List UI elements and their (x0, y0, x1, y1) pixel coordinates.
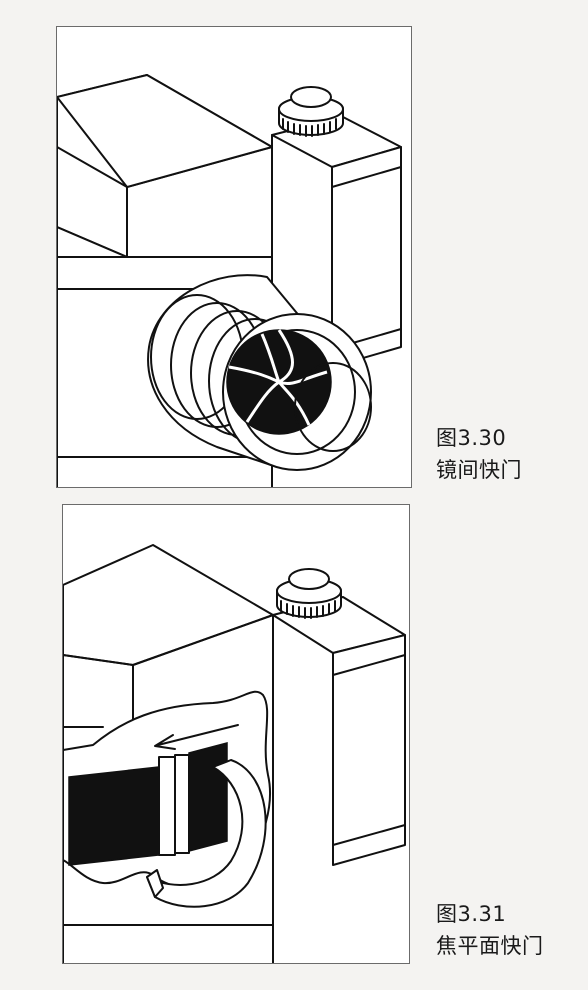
camera-with-focal-plane-shutter-cutaway-icon (63, 505, 410, 964)
figure-number: 图3.31 (436, 898, 544, 930)
figure-3-30-frame (56, 26, 412, 488)
figure-3-31-caption: 图3.31 焦平面快门 (436, 898, 544, 962)
figure-title: 镜间快门 (436, 454, 522, 486)
figure-3-30-caption: 图3.30 镜间快门 (436, 422, 522, 486)
figure-title: 焦平面快门 (436, 930, 544, 962)
figure-3-31-frame (62, 504, 410, 964)
figure-number: 图3.30 (436, 422, 522, 454)
camera-with-leaf-shutter-lens-icon (57, 27, 412, 488)
